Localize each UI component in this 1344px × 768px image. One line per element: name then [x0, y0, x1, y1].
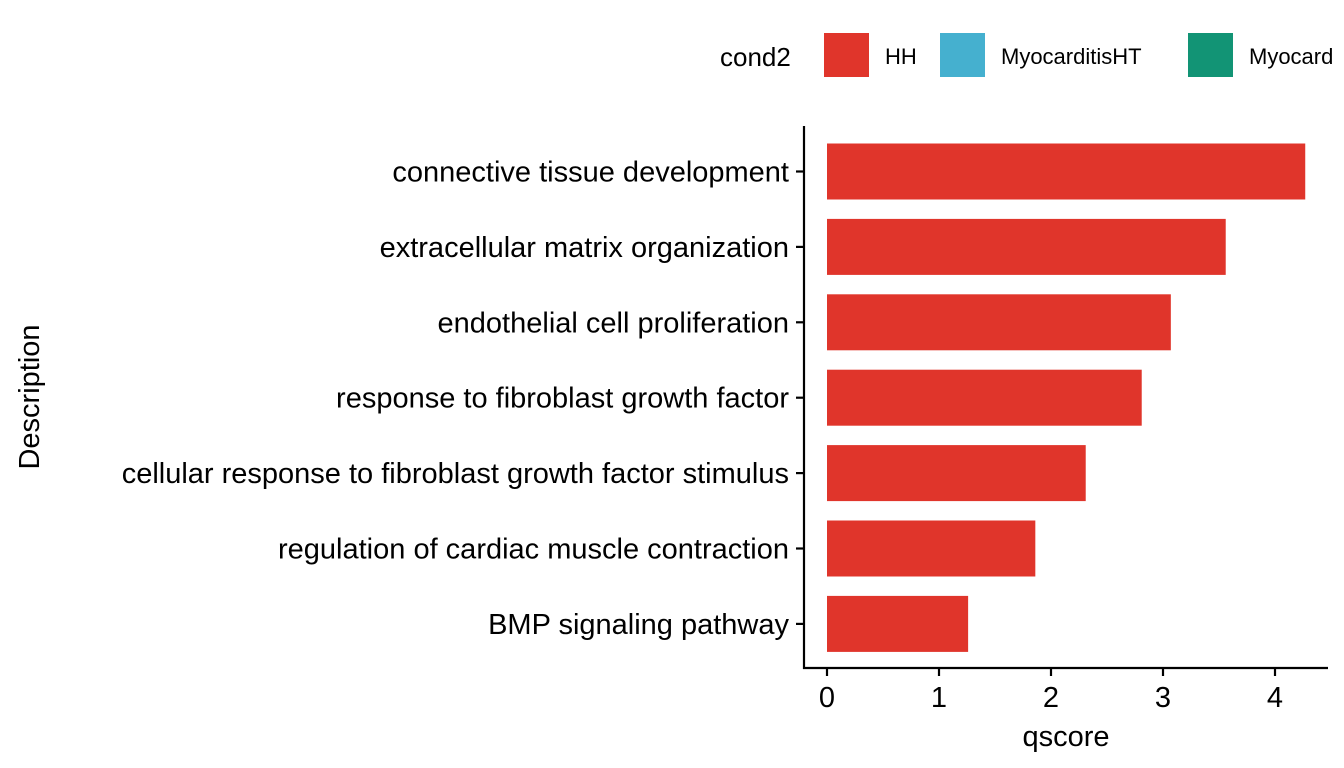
legend-key: [1188, 33, 1233, 77]
category-label: BMP signaling pathway: [488, 609, 789, 641]
x-axis-title: qscore: [1022, 721, 1109, 753]
category-label: connective tissue development: [392, 157, 789, 189]
bar: [827, 218, 1226, 275]
legend-label: HH: [885, 44, 917, 69]
category-label: cellular response to fibroblast growth f…: [122, 458, 789, 490]
bar: [827, 520, 1036, 577]
category-label: response to fibroblast growth factor: [336, 383, 789, 415]
category-label: regulation of cardiac muscle contraction: [278, 534, 789, 566]
x-tick-label: 4: [1267, 682, 1283, 714]
bar: [827, 595, 969, 652]
legend-title: cond2: [720, 42, 791, 72]
bar: [827, 143, 1306, 200]
bar: [827, 369, 1142, 426]
legend-label: MyocarditisHT: [1001, 44, 1142, 69]
bar: [827, 445, 1086, 502]
y-axis: connective tissue development extracellul…: [122, 126, 806, 669]
legend-key: [824, 33, 869, 77]
category-label: endothelial cell proliferation: [438, 307, 789, 339]
legend-label: Myocard: [1249, 44, 1333, 69]
legend: cond2 HH MyocarditisHT Myocard: [720, 33, 1333, 77]
x-tick-label: 0: [819, 682, 835, 714]
bars: [827, 143, 1306, 652]
x-tick-label: 3: [1155, 682, 1171, 714]
legend-key: [940, 33, 985, 77]
category-label: extracellular matrix organization: [380, 232, 789, 264]
bar: [827, 294, 1171, 351]
x-axis: 0 1 2 3 4: [803, 666, 1328, 714]
x-tick-label: 2: [1043, 682, 1059, 714]
x-tick-label: 1: [931, 682, 947, 714]
y-axis-title: Description: [14, 324, 46, 469]
